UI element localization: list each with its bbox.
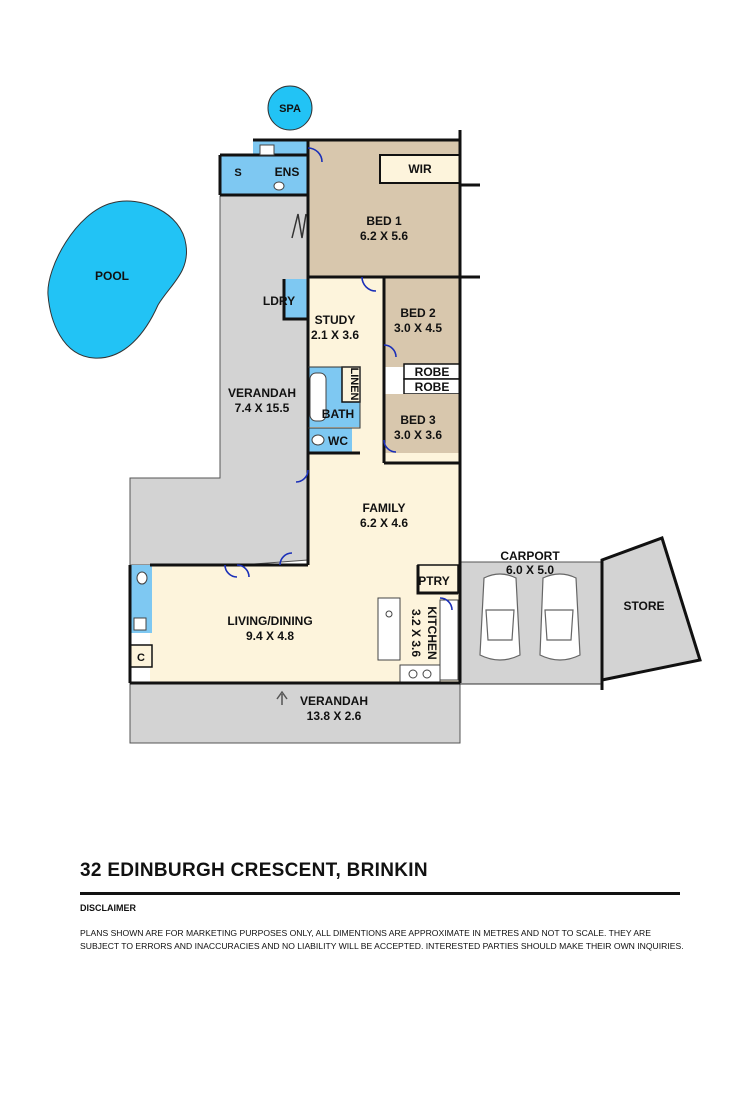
car-left bbox=[479, 573, 521, 661]
car-right bbox=[539, 573, 581, 661]
spa-label: SPA bbox=[279, 103, 301, 115]
disclaimer-text: PLANS SHOWN ARE FOR MARKETING PURPOSES O… bbox=[80, 928, 684, 951]
floor-plan: SPA POOL S ENS WIR BED 1 6.2 X 5.6 LDRY … bbox=[47, 85, 702, 744]
powder-area bbox=[130, 565, 152, 633]
kitchen-bench bbox=[377, 597, 401, 661]
spa-shape bbox=[267, 85, 313, 131]
laundry-label: LDRY bbox=[263, 294, 295, 308]
entry-arrow bbox=[276, 690, 288, 705]
verandah-front-area bbox=[129, 682, 461, 744]
bed2-size: 3.0 X 4.5 bbox=[394, 321, 442, 335]
laundry-area bbox=[284, 279, 308, 319]
store-label: STORE bbox=[623, 599, 664, 613]
kitchen-label: KITCHEN bbox=[425, 606, 439, 659]
living-dining-size: 9.4 X 4.8 bbox=[246, 629, 294, 643]
shower-label: S bbox=[234, 167, 241, 179]
pool-label: POOL bbox=[95, 269, 129, 283]
closet-label: C bbox=[137, 652, 145, 664]
bed3-size: 3.0 X 3.6 bbox=[394, 428, 442, 442]
pool-shape bbox=[47, 200, 187, 359]
family-area bbox=[308, 453, 460, 565]
family-size: 6.2 X 4.6 bbox=[360, 516, 408, 530]
wir-label: WIR bbox=[408, 162, 432, 176]
kitchen-bench-right bbox=[439, 599, 459, 681]
living-dining-label: LIVING/DINING bbox=[227, 614, 312, 628]
bed3-area bbox=[384, 394, 460, 463]
study-size: 2.1 X 3.6 bbox=[311, 328, 359, 342]
carport-size: 6.0 X 5.0 bbox=[506, 563, 554, 577]
bath-label: BATH bbox=[322, 407, 354, 421]
shower-area bbox=[220, 155, 253, 195]
bed3-label: BED 3 bbox=[400, 413, 436, 427]
stair-zigzag bbox=[291, 213, 307, 239]
pantry-label: PTRY bbox=[418, 574, 450, 588]
living-dining-area bbox=[150, 565, 460, 683]
kitchen-size: 3.2 X 3.6 bbox=[409, 609, 423, 657]
bed2-area bbox=[384, 277, 460, 367]
disclaimer-heading: DISCLAIMER bbox=[80, 903, 136, 913]
verandah-front-size: 13.8 X 2.6 bbox=[307, 709, 362, 723]
property-address: 32 EDINBURGH CRESCENT, BRINKIN bbox=[80, 860, 428, 881]
verandah-front-label: VERANDAH bbox=[300, 694, 368, 708]
family-label: FAMILY bbox=[363, 501, 406, 515]
bed1-size: 6.2 X 5.6 bbox=[360, 229, 408, 243]
kitchen-sink-bench bbox=[399, 664, 441, 684]
bed1-label: BED 1 bbox=[366, 214, 402, 228]
divider bbox=[80, 892, 680, 895]
carport-label: CARPORT bbox=[500, 549, 560, 563]
ensuite-label: ENS bbox=[275, 165, 300, 179]
wc-label: WC bbox=[328, 434, 348, 448]
linen-label: LINEN bbox=[348, 368, 360, 401]
verandah-side-label: VERANDAH bbox=[228, 386, 296, 400]
robe-lower-label: ROBE bbox=[415, 380, 450, 394]
study-label: STUDY bbox=[315, 313, 356, 327]
verandah-side-size: 7.4 X 15.5 bbox=[235, 401, 290, 415]
bed2-label: BED 2 bbox=[400, 306, 436, 320]
robe-upper-label: ROBE bbox=[415, 365, 450, 379]
